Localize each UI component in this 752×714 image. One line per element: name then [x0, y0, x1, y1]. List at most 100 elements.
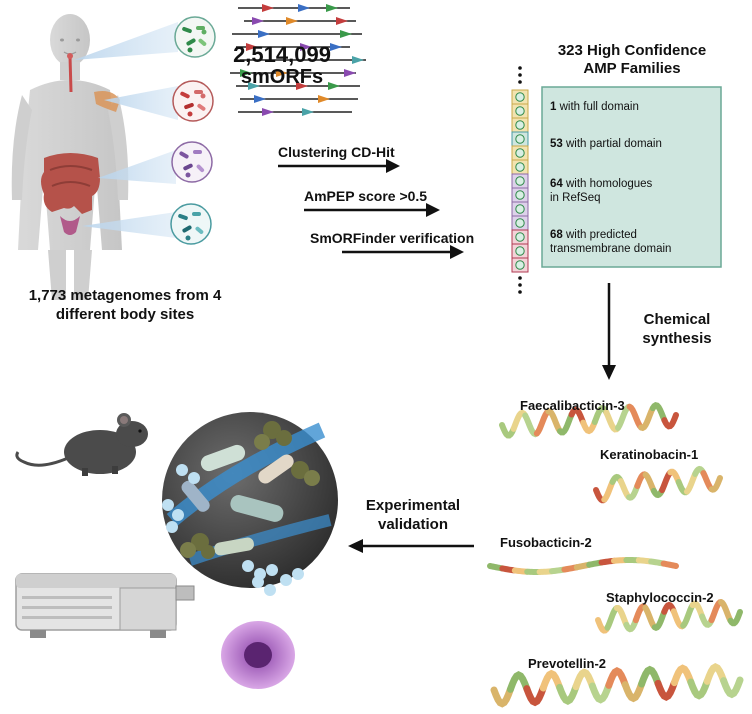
gene-marker: [340, 30, 352, 38]
helix-segment: [613, 604, 630, 628]
skin-microbiome-circle: [172, 80, 214, 122]
gene-marker: [300, 43, 312, 51]
family-marker: [515, 162, 525, 172]
validation-label-line1: Experimental: [365, 497, 461, 514]
helix-segment: [623, 617, 639, 633]
family-marker: [515, 190, 525, 200]
family-marker: [515, 120, 525, 130]
gene-marker: [336, 17, 348, 25]
synthesis-label-line1: Chemical: [643, 311, 711, 328]
gene-marker: [328, 82, 340, 90]
helix-segment: [661, 412, 679, 430]
family-column: [511, 89, 529, 273]
family-row-full: 1 with full domain: [550, 101, 639, 113]
helix-segment: [626, 403, 645, 431]
gene-marker: [248, 82, 260, 90]
family-row-partial: 53 with partial domain: [550, 138, 662, 150]
helix-segment: [523, 684, 547, 707]
helix-segment: [687, 677, 711, 700]
sample-callouts: [74, 22, 178, 238]
gene-marker: [252, 17, 264, 25]
step-clustering: Clustering CD-Hit: [278, 144, 395, 160]
synthesis-label-line2: synthesis: [642, 330, 712, 347]
helix-segment: [661, 601, 677, 615]
gene-marker: [262, 4, 274, 12]
helix-segment: [667, 468, 682, 485]
gene-marker: [302, 108, 314, 116]
helix-segment: [689, 600, 706, 620]
helix-segment: [649, 401, 668, 424]
helix-segment: [490, 685, 514, 708]
gene-marker: [298, 4, 310, 12]
peptide-label-fusobacticin: Fusobacticin-2: [500, 535, 592, 550]
gene-marker: [296, 82, 308, 90]
gene-marker: [318, 95, 330, 103]
vaginal-site: [60, 216, 80, 235]
gene-marker: [276, 69, 288, 77]
helix-segment: [718, 599, 734, 624]
helix-segment: [642, 604, 658, 631]
step-smorfinder: SmORFinder verification: [310, 230, 475, 246]
helix-segment: [642, 471, 657, 494]
gene-marker: [326, 4, 338, 12]
smorf-label: smORFs: [240, 66, 324, 88]
helix-segment: [638, 665, 662, 688]
human-body-illustration: [11, 14, 129, 300]
helix-segment: [588, 681, 613, 704]
mouse-illustration: [15, 413, 148, 476]
family-dots-bottom: [518, 276, 522, 294]
vaginal-microbiome-circle: [170, 203, 212, 245]
metagenome-caption-line1: 1,773 metagenomes from 4: [28, 287, 222, 304]
family-marker: [515, 232, 525, 242]
helix-segment: [604, 604, 620, 631]
helix-segment: [670, 664, 695, 687]
helix-segment: [651, 608, 668, 631]
helix-segment: [683, 470, 699, 495]
helix-segment: [499, 422, 517, 439]
family-marker: [515, 106, 525, 116]
validation-label-line2: validation: [377, 516, 448, 533]
helix-segment: [506, 671, 531, 693]
gene-marker: [262, 108, 274, 116]
oral-microbiome-circle: [174, 16, 216, 58]
family-marker: [515, 134, 525, 144]
helix-segment: [680, 602, 696, 629]
family-marker: [515, 218, 525, 228]
bacteria-sphere: [162, 412, 338, 596]
instrument-illustration: [15, 573, 195, 638]
helix-segment: [545, 408, 563, 435]
family-marker: [515, 260, 525, 270]
helix-segment: [568, 406, 587, 426]
helix-segment: [621, 680, 646, 703]
intestine-site: [41, 153, 100, 214]
helix-segment: [638, 405, 656, 432]
family-marker: [515, 246, 525, 256]
gut-microbiome-circle: [171, 141, 213, 183]
helix-segment: [699, 613, 715, 628]
helix-segment: [660, 560, 679, 569]
gene-marker: [258, 30, 270, 38]
peptide-structures: [487, 401, 744, 708]
helix-segment: [605, 667, 629, 689]
step-ampep: AmPEP score >0.5: [304, 188, 428, 204]
family-marker: [515, 176, 525, 186]
skin-site: [94, 91, 120, 112]
families-title-line2: AMP Families: [583, 60, 681, 77]
families-title-line1: 323 High Confidence: [557, 42, 707, 59]
gene-marker: [286, 17, 298, 25]
helix-segment: [580, 418, 598, 435]
helix-segment: [601, 478, 616, 503]
helix-segment: [654, 679, 678, 701]
helix-segment: [727, 609, 743, 627]
helix-segment: [539, 669, 564, 692]
smorf-count: 2,514,099: [233, 42, 331, 67]
gene-marker: [240, 69, 252, 77]
helix-segment: [591, 405, 610, 425]
smorf-gene-lines: [230, 4, 366, 116]
gene-marker: [344, 69, 356, 77]
gene-marker: [246, 43, 258, 51]
family-marker: [515, 148, 525, 158]
